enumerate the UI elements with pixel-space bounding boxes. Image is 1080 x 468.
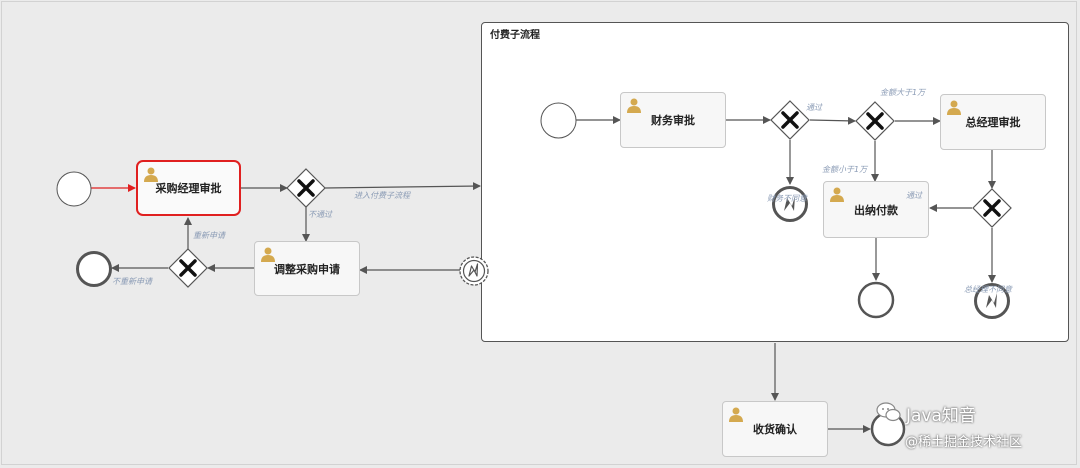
task-finance-approval[interactable]: 财务审批 xyxy=(620,92,726,148)
label-amount-over: 金额大于1万 xyxy=(880,88,926,97)
payment-subprocess[interactable]: 付费子流程 xyxy=(481,22,1069,342)
exclusive-gateway-adjust[interactable] xyxy=(168,248,208,288)
task-label: 出纳付款 xyxy=(854,203,898,217)
user-icon xyxy=(947,100,961,115)
watermark-brand: Java知音 xyxy=(906,406,976,426)
task-label: 采购经理审批 xyxy=(155,182,222,195)
user-icon xyxy=(830,187,844,202)
label-enter-subprocess: 进入付费子流程 xyxy=(354,191,410,200)
label-amount-under: 金额小于1万 xyxy=(822,165,868,174)
boundary-error-event[interactable] xyxy=(458,255,490,287)
task-cashier-payment[interactable]: 出纳付款 xyxy=(823,181,929,238)
user-icon xyxy=(144,167,158,182)
label-finance-reject: 财务不同意 xyxy=(767,194,807,203)
end-event-cancel[interactable] xyxy=(75,250,113,288)
exclusive-gateway-amount[interactable] xyxy=(855,101,895,141)
gm-reject-error-end[interactable] xyxy=(973,282,1011,320)
task-gm-approval[interactable]: 总经理审批 xyxy=(940,94,1046,150)
user-icon xyxy=(729,407,743,422)
user-icon xyxy=(261,247,275,262)
watermark-site: @稀土掘金技术社区 xyxy=(905,435,1023,450)
exclusive-gateway-gm[interactable] xyxy=(972,188,1012,228)
label-resubmit: 重新申请 xyxy=(193,231,225,240)
label-reject: 不通过 xyxy=(308,210,332,219)
task-adjust-purchase-request[interactable]: 调整采购申请 xyxy=(254,241,360,296)
exclusive-gateway-finance[interactable] xyxy=(770,100,810,140)
exclusive-gateway-purchase[interactable] xyxy=(286,168,326,208)
task-label: 总经理审批 xyxy=(965,116,1021,129)
start-event[interactable] xyxy=(56,171,92,207)
label-no-resubmit: 不重新申请 xyxy=(112,277,152,286)
task-purchase-manager-approval[interactable]: 采购经理审批 xyxy=(136,160,241,216)
wechat-icon xyxy=(876,402,901,422)
task-label: 调整采购申请 xyxy=(274,262,340,276)
finance-reject-error-end[interactable] xyxy=(771,185,809,223)
user-icon xyxy=(627,98,641,113)
label-gm-reject: 总经理不同意 xyxy=(964,285,1012,294)
subprocess-end-event[interactable] xyxy=(857,281,895,319)
flow-gateway-to-subprocess xyxy=(324,182,481,191)
subprocess-start-event[interactable] xyxy=(540,102,577,139)
subprocess-title: 付费子流程 xyxy=(490,30,540,41)
task-receipt-confirmation[interactable]: 收货确认 xyxy=(722,401,828,457)
task-label: 财务审批 xyxy=(651,114,695,127)
label-finance-pass: 通过 xyxy=(806,103,822,112)
task-label: 收货确认 xyxy=(753,423,797,436)
flow-gateway-to-amount-gateway xyxy=(809,116,856,125)
label-gm-pass: 通过 xyxy=(906,191,922,200)
